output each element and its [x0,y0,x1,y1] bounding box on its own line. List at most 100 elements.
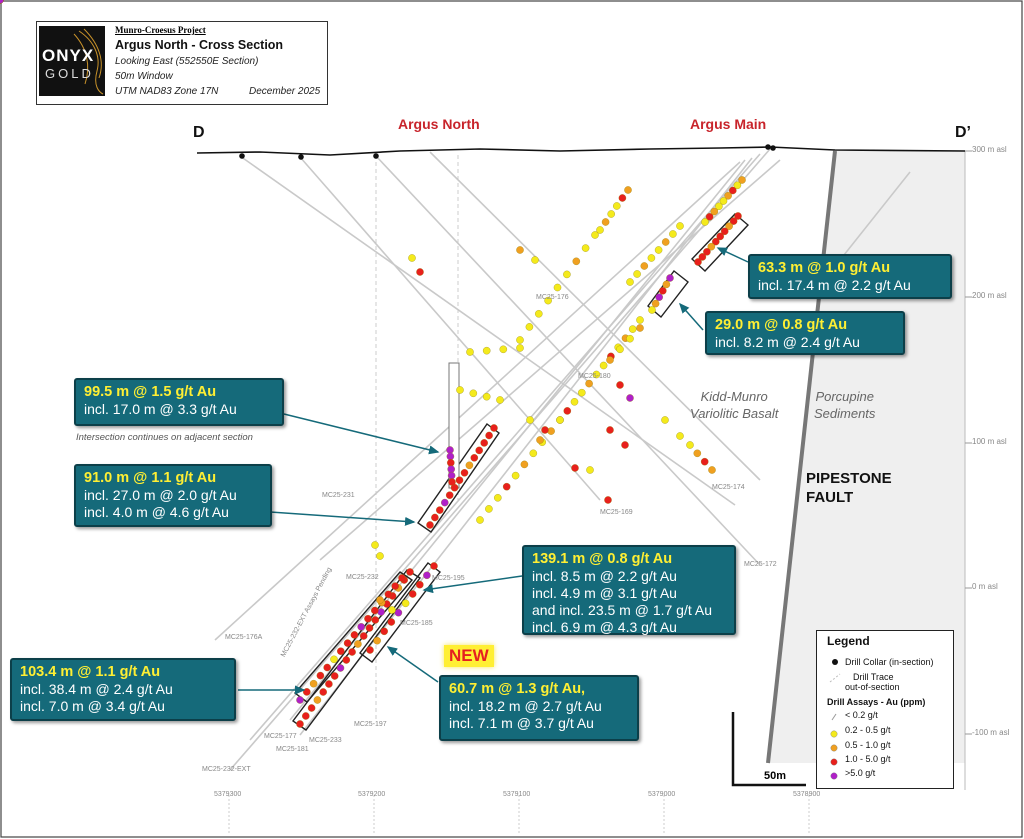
geology-label-line: Sediments [814,406,876,421]
assay-dot [446,446,454,454]
assay-dot [431,513,439,522]
title-block: ONYX GOLD Munro-Croesus Project Argus No… [36,21,328,105]
assay-dot [394,608,403,617]
leader-arrow [422,575,523,594]
elevation-ticks [965,150,972,735]
assay-dot [482,346,491,355]
assay-dot [342,656,351,664]
assay-dot [613,202,621,210]
onyx-gold-logo: ONYX GOLD [39,26,105,96]
legend-bin-symbol [830,730,838,738]
figure-date: December 2025 [249,86,321,97]
assay-dot [502,482,511,491]
assay-dot [476,516,484,524]
assay-dot [469,389,478,398]
drill-collar [770,145,776,151]
callout-headline: 63.3 m @ 1.0 g/t Au [758,260,891,276]
assay-dot [526,416,534,424]
hole-label: MC25-174 [712,484,745,491]
assay-dot [436,506,444,514]
assay-dot [647,254,656,262]
scale-bar [731,712,806,787]
legend-trace-label: Drill Trace [853,672,894,682]
assay-dot [669,230,677,238]
drill-collar [298,154,304,160]
drill-trace [214,161,741,641]
leader-arrow [386,646,439,683]
drill-trace [229,148,771,771]
assay-dot [398,574,406,582]
assay-dot [475,446,483,455]
topography-line [196,146,966,156]
elevation-label: -100 m asl [972,728,1010,737]
assay-dot [535,310,543,318]
assay-dot [708,466,716,474]
assay-dot [585,379,593,388]
hole-label: MC25-180 [578,373,611,380]
assay-dot [416,580,424,589]
intercept-box [691,213,750,272]
hole-label: MC25-181 [276,746,309,753]
assay-dot [323,663,331,672]
elevation-label: 0 m asl [972,582,998,591]
assay-dot [618,194,627,202]
intercept-box [292,569,422,731]
callout-line: incl. 38.4 m @ 2.4 g/t Au [20,681,173,697]
assay-dot [700,457,709,466]
callout-line: incl. 27.0 m @ 2.0 g/t Au [84,487,237,503]
assay-dot [455,476,464,484]
drill-collar [765,144,771,150]
assay-dot [661,238,670,246]
hole-label: MC25-172 [744,561,777,568]
assay-dot [423,571,431,580]
assay-dot [666,274,674,282]
assay-dot [626,394,634,402]
callout-line: incl. 7.1 m @ 3.7 g/t Au [449,715,594,731]
assay-dot [624,186,632,194]
adjacent-section-note: Intersection continues on adjacent secti… [76,432,253,443]
assay-dot [430,562,438,570]
assay-dot [482,392,491,401]
new-badge: NEW [444,645,494,667]
hole-label: MC25-195 [432,575,465,582]
assay-dot [325,680,333,688]
assay-dot [319,688,327,696]
section-end-left: D [193,124,205,141]
callout-60m: 60.7 m @ 1.3 g/t Au, incl. 18.2 m @ 2.7 … [439,675,639,741]
assay-dot [516,246,524,254]
assay-dot [520,460,529,469]
assay-dot [616,381,624,389]
callout-headline: 91.0 m @ 1.1 g/t Au [84,470,217,486]
assay-dot [633,270,641,278]
assay-dot [531,256,539,264]
assay-dot [556,416,564,424]
hole-label: MC25-232-EXT [202,766,251,773]
projection: UTM NAD83 Zone 17N [115,86,219,97]
assay-dot [447,459,455,467]
legend-bin-symbol [830,758,838,766]
assay-dot [601,218,610,226]
section-end-right: D’ [955,124,971,141]
assay-dot [591,231,599,239]
assay-dot [712,237,720,246]
assay-dot [447,471,456,480]
legend-bin-symbol [830,744,838,752]
assay-dot [499,345,508,354]
assay-dot [460,469,469,477]
assay-dot [359,632,368,640]
assay-dot [490,424,498,432]
assay-dot [654,246,663,254]
hole-label: MC25-232 [346,574,379,581]
assay-dot [725,222,733,230]
assay-dot [705,213,714,221]
drill-trace [289,159,746,721]
callout-line: incl. 18.2 m @ 2.7 g/t Au [449,698,602,714]
assay-dot [456,386,464,394]
assay-dot [365,624,374,632]
legend-trace-symbol [829,673,841,683]
assay-dot [309,679,318,688]
drill-trace [239,155,736,506]
project-name: Munro-Croesus Project [115,25,206,35]
